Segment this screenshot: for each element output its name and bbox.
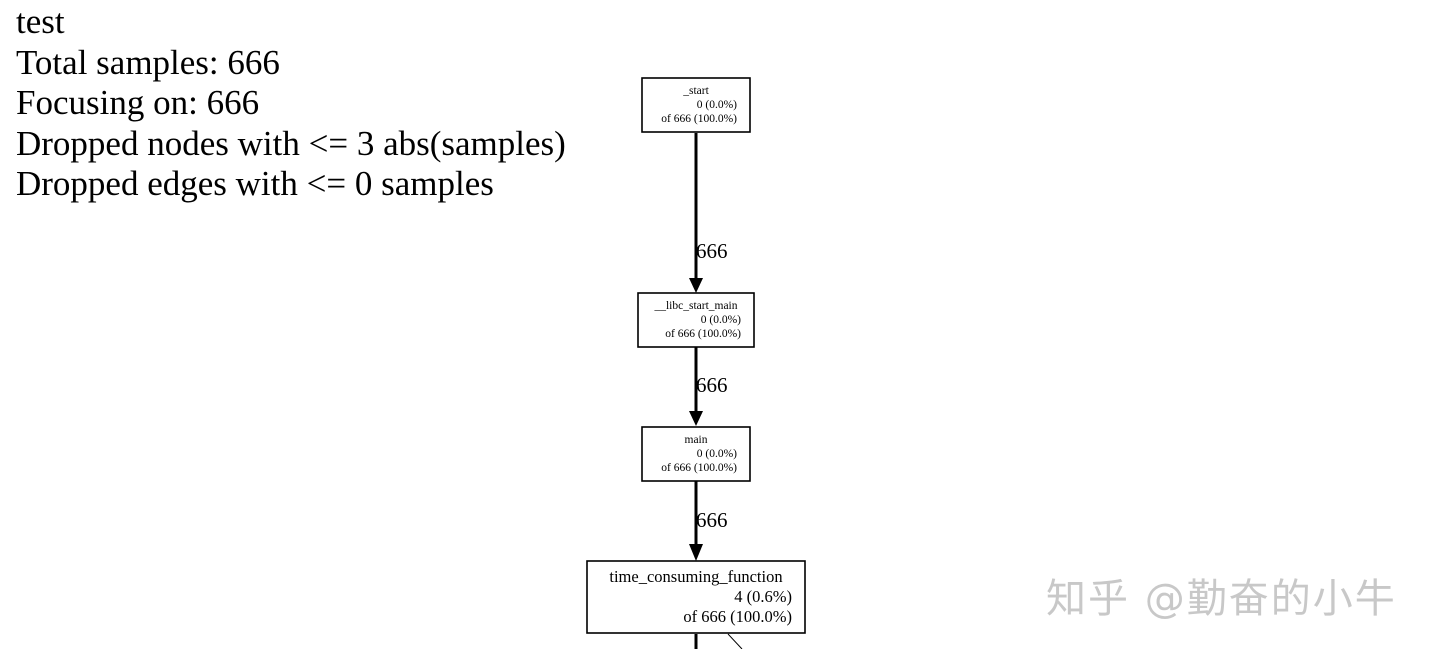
legend-dropped-edges: Dropped edges with <= 0 samples <box>16 164 494 204</box>
node-box <box>641 77 751 133</box>
node-cum: of 666 (100.0%) <box>683 607 792 626</box>
edge-arrowhead <box>689 411 703 426</box>
edge-arrowhead <box>689 544 703 561</box>
node-name: _start <box>682 85 709 97</box>
node-box <box>641 426 751 482</box>
node-libc-start-main[interactable]: __libc_start_main 0 (0.0%) of 666 (100.0… <box>637 292 755 348</box>
edge-start-to-libc[interactable]: 666 <box>689 133 728 293</box>
edge-arrowhead <box>689 278 703 293</box>
node-flat: 0 (0.0%) <box>697 99 737 111</box>
graph-legend: test Total samples: 666 Focusing on: 666… <box>16 2 566 205</box>
edge-line-partial-thin <box>727 633 743 649</box>
legend-title: test <box>16 2 65 41</box>
node-box <box>586 560 806 634</box>
node-main[interactable]: main 0 (0.0%) of 666 (100.0%) <box>641 426 751 482</box>
edge-label: 666 <box>696 373 728 397</box>
edge-main-to-time-consuming[interactable]: 666 <box>689 481 728 561</box>
node-flat: 0 (0.0%) <box>701 314 741 326</box>
legend-total-samples: Total samples: 666 <box>16 42 280 82</box>
node-cum: of 666 (100.0%) <box>665 328 741 340</box>
legend-focusing-on: Focusing on: 666 <box>16 83 260 123</box>
node-name: time_consuming_function <box>609 567 782 586</box>
node-cum: of 666 (100.0%) <box>661 113 737 125</box>
edge-label: 666 <box>696 239 728 263</box>
node-name: main <box>685 434 708 446</box>
node-flat: 0 (0.0%) <box>697 448 737 460</box>
node-time-consuming-function[interactable]: time_consuming_function 4 (0.6%) of 666 … <box>586 560 806 634</box>
node-flat: 4 (0.6%) <box>734 587 792 606</box>
node-cum: of 666 (100.0%) <box>661 462 737 474</box>
node-name: __libc_start_main <box>653 300 737 312</box>
node-start[interactable]: _start 0 (0.0%) of 666 (100.0%) <box>641 77 751 133</box>
legend-dropped-nodes: Dropped nodes with <= 3 abs(samples) <box>16 123 566 163</box>
edge-libc-to-main[interactable]: 666 <box>689 347 728 426</box>
edge-label: 666 <box>696 508 728 532</box>
watermark: 知乎 @勤奋的小牛 <box>1046 576 1397 622</box>
node-box <box>637 292 755 348</box>
